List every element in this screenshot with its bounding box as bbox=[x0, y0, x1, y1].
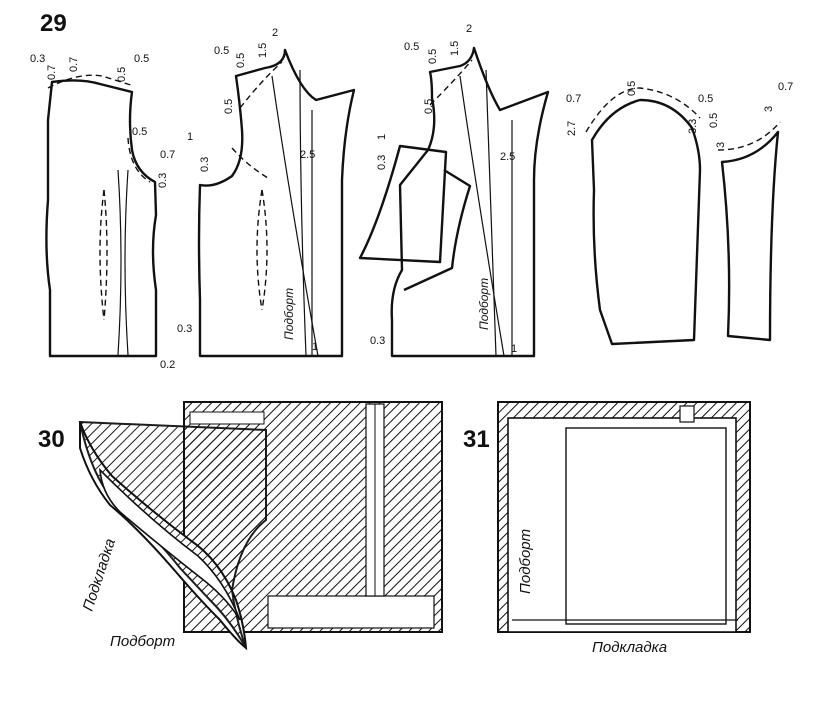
dimension-label: 0.7 bbox=[46, 65, 58, 80]
dimension-label: 0.5 bbox=[698, 93, 713, 105]
dimension-label: 1.5 bbox=[257, 43, 269, 58]
sleeve-pattern-pieces bbox=[585, 87, 781, 346]
figure-31-drawing: Подборт Подкладка bbox=[497, 401, 751, 656]
figure-number-29: 29 bbox=[40, 10, 67, 37]
dimension-label: 3 bbox=[763, 106, 775, 112]
dimension-label: 0.7 bbox=[68, 57, 80, 72]
dimension-label: 0.5 bbox=[708, 113, 720, 128]
dimension-label: 0.5 bbox=[427, 49, 439, 64]
dimension-label: 0.5 bbox=[116, 67, 128, 82]
dimension-label: 0.5 bbox=[626, 81, 638, 96]
dimension-label: 0.3 bbox=[177, 323, 192, 335]
dimension-label: 0.7 bbox=[566, 93, 581, 105]
dimension-label: 2.7 bbox=[566, 121, 578, 136]
dimension-label: 0.3 bbox=[30, 53, 45, 65]
dimension-label: 0.7 bbox=[160, 149, 175, 161]
dimension-label: 2 bbox=[466, 23, 472, 35]
dimension-label: 1.5 bbox=[449, 41, 461, 56]
figure-number-31: 31 bbox=[463, 426, 490, 453]
dimension-label: 0.5 bbox=[214, 45, 229, 57]
dimension-label: 0.5 bbox=[132, 126, 147, 138]
figure-number-30: 30 bbox=[38, 426, 65, 453]
dimension-label: 0.5 bbox=[223, 99, 235, 114]
front-pattern-piece: Подборт bbox=[197, 48, 356, 358]
dimension-label: 0.3 bbox=[376, 155, 388, 170]
dimension-label: 1 bbox=[187, 131, 193, 143]
dimension-label: 3.3 bbox=[687, 119, 699, 134]
dimension-label: 0.5 bbox=[404, 41, 419, 53]
figure-30-drawing: Подкладка Подборт bbox=[78, 401, 443, 651]
dimension-label: 0.2 bbox=[160, 359, 175, 371]
podbort-label-31: Подборт bbox=[517, 529, 534, 594]
podkladka-label-30: Подкладка bbox=[80, 537, 119, 614]
dimension-label: 1 bbox=[376, 134, 388, 140]
dimension-label: 0.5 bbox=[423, 99, 435, 114]
podbort-label-1: Подборт bbox=[282, 288, 296, 340]
dimension-label: 0.5 bbox=[235, 53, 247, 68]
dimension-labels: 0.3 0.7 0.7 0.5 0.5 0.5 0.7 0.3 0.3 1 0.… bbox=[30, 23, 793, 371]
dimension-label: 0.3 bbox=[370, 335, 385, 347]
dimension-label: 0.5 bbox=[134, 53, 149, 65]
back-pattern-piece bbox=[45, 74, 158, 358]
dimension-label: 0.7 bbox=[778, 81, 793, 93]
front-modified-pattern-piece: Подборт bbox=[358, 46, 550, 358]
podbort-label-30: Подборт bbox=[110, 633, 175, 650]
podbort-label-2: Подборт bbox=[477, 278, 491, 330]
dimension-label: 2.5 bbox=[300, 149, 315, 161]
dimension-label: 2 bbox=[272, 27, 278, 39]
dimension-label: 0.3 bbox=[199, 157, 211, 172]
podkladka-label-31: Подкладка bbox=[592, 639, 667, 656]
dimension-label: 1 bbox=[312, 341, 318, 353]
dimension-label: 1 bbox=[511, 343, 517, 355]
dimension-label: 3 bbox=[715, 142, 727, 148]
dimension-label: 2.5 bbox=[500, 151, 515, 163]
dimension-label: 0.3 bbox=[157, 173, 169, 188]
